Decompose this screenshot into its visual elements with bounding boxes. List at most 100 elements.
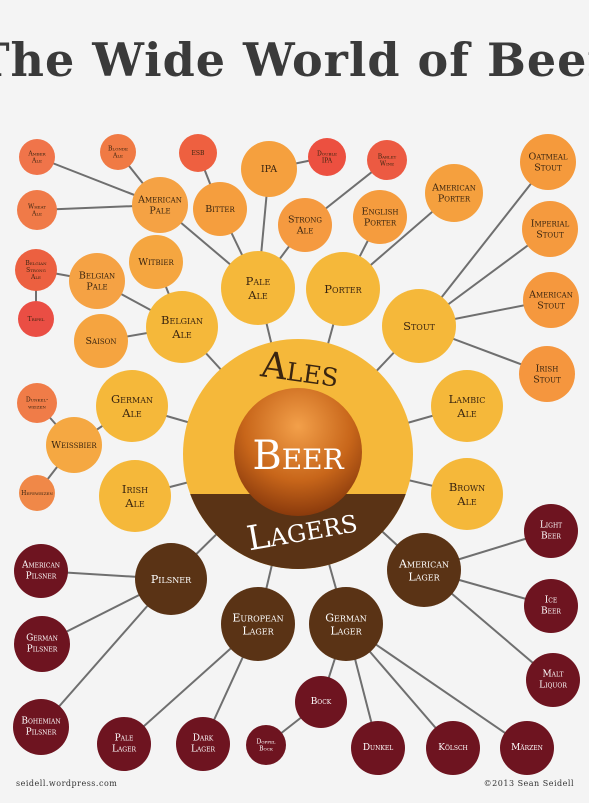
node-label-porter: Porter: [324, 282, 362, 296]
node-label-witbier: Witbier: [138, 257, 174, 268]
node-circle-kolsch: [426, 721, 480, 775]
node-dunkelweizen: Dunkel-weizen: [17, 383, 57, 423]
node-label-bitter: Bitter: [205, 204, 235, 215]
node-label-stout: Stout: [403, 319, 436, 333]
node-label-kolsch: Kölsch: [438, 743, 468, 753]
beer-core: [234, 388, 362, 516]
node-circle-pale-lager: [97, 717, 151, 771]
node-label-dunkelweizen: Dunkel-weizen: [26, 396, 48, 410]
page-title: The Wide World of Beer: [0, 33, 589, 87]
node-circle-saison: [74, 314, 128, 368]
node-ipa: IPA: [241, 141, 297, 197]
node-circle-witbier: [129, 235, 183, 289]
node-label-marzen: Märzen: [511, 743, 543, 753]
node-stout: Stout: [382, 289, 456, 363]
node-label-ipa: IPA: [261, 164, 277, 175]
node-label-pilsner: Pilsner: [151, 573, 192, 586]
node-circle-brown-ale: [431, 458, 503, 530]
node-weissbier: Weissbier: [46, 417, 102, 473]
beer-core-label: Beer: [252, 433, 344, 479]
node-esb: ESB: [179, 134, 217, 172]
node-circle-belgian-strong-ale: [15, 249, 57, 291]
node-circle-pilsner: [135, 543, 207, 615]
node-circle-amber-ale: [19, 139, 55, 175]
footer-right: ©2013 Sean Seidell: [484, 779, 574, 788]
node-kolsch: Kölsch: [426, 721, 480, 775]
node-hefeweizen: Hefeweizen: [19, 475, 55, 511]
node-bock: Bock: [295, 676, 347, 728]
node-circle-bitter: [193, 182, 247, 236]
node-label-saison: Saison: [86, 336, 117, 347]
node-saison: Saison: [74, 314, 128, 368]
node-circle-ice-beer: [524, 579, 578, 633]
node-label-dunkel: Dunkel: [363, 743, 393, 753]
node-label-bock: Bock: [311, 697, 332, 707]
node-circle-european-lager: [221, 587, 295, 661]
node-circle-american-pale: [132, 177, 188, 233]
node-circle-blonde-ale: [100, 134, 136, 170]
node-bitter: Bitter: [193, 182, 247, 236]
node-label-hefeweizen: Hefeweizen: [21, 490, 53, 497]
node-circle-american-pilsner: [14, 544, 68, 598]
node-circle-irish-ale: [99, 460, 171, 532]
node-circle-doppelbock: [246, 725, 286, 765]
node-circle-ipa: [241, 141, 297, 197]
node-tripel: Tripel: [18, 301, 54, 337]
node-circle-belgian-ale: [146, 291, 218, 363]
node-circle-english-porter: [353, 190, 407, 244]
node-circle-pale-ale: [221, 251, 295, 325]
node-dunkel: Dunkel: [351, 721, 405, 775]
footer-left: seidell.wordpress.com: [16, 779, 117, 788]
node-circle-irish-stout: [519, 346, 575, 402]
node-circle-stout: [382, 289, 456, 363]
node-circle-german-ale: [96, 370, 168, 442]
node-circle-wheat-ale: [17, 190, 57, 230]
node-circle-strong-ale: [278, 198, 332, 252]
